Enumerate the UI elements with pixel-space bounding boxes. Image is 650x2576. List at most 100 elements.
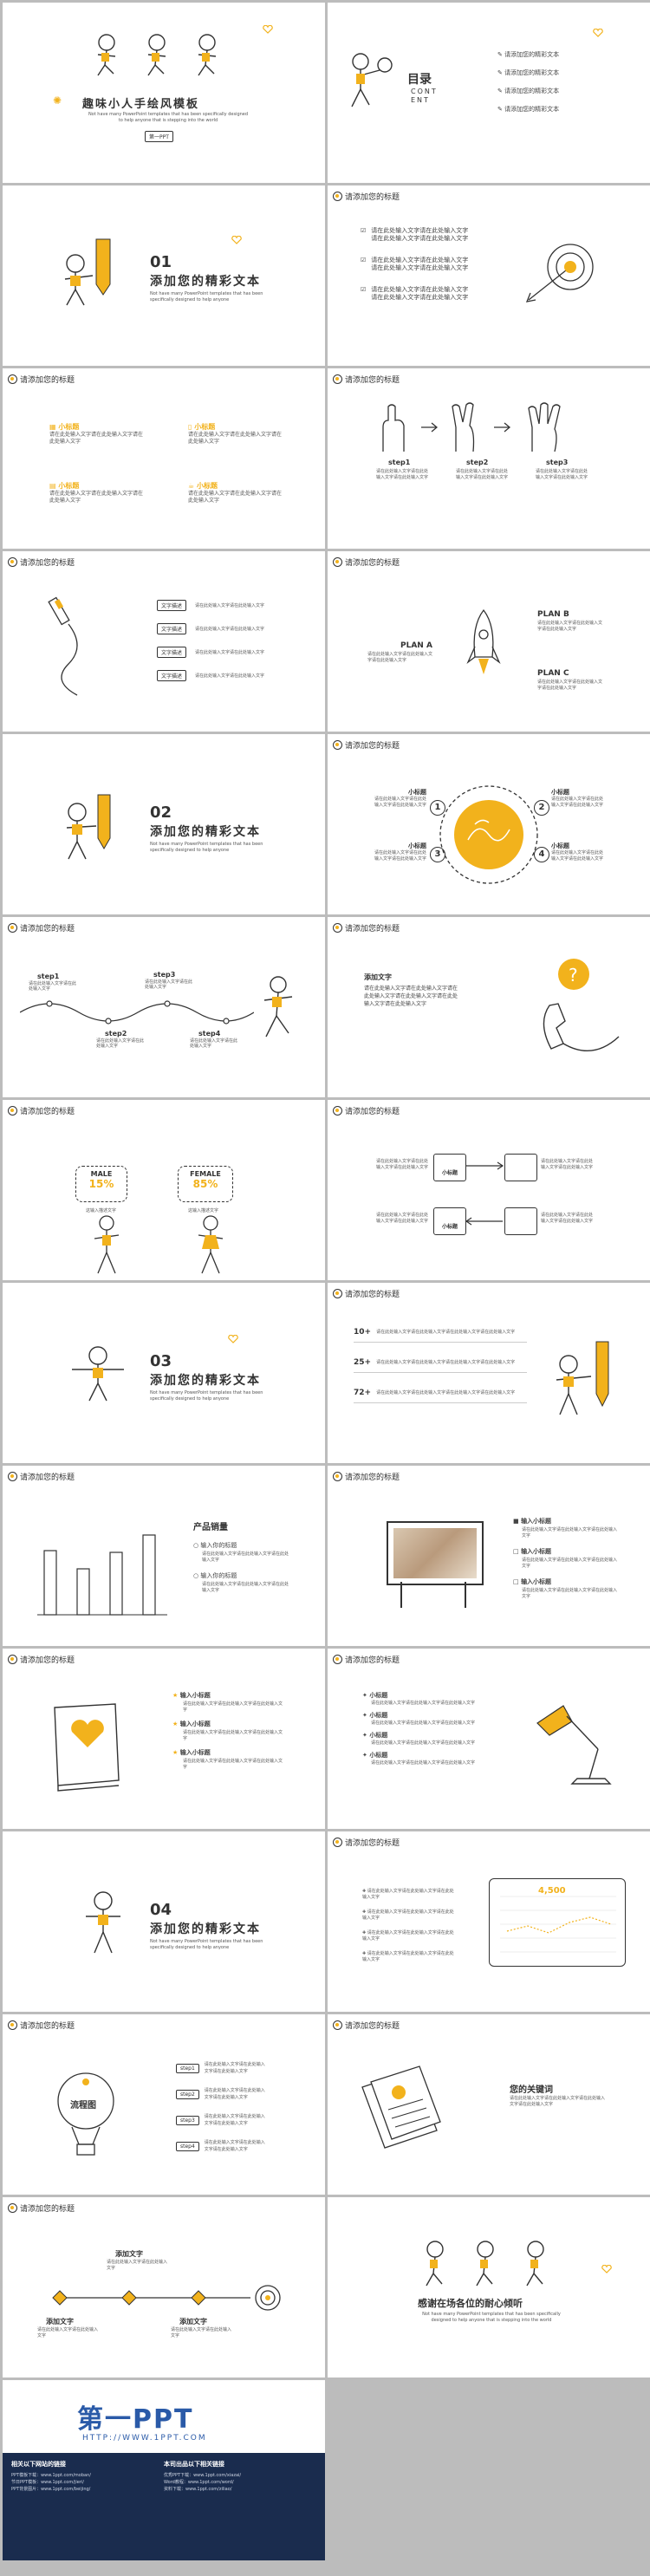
logo-icon [8,2020,17,2030]
star-icon: ★ [172,1692,179,1699]
thanks-title: 感谢在场各位的耐心倾听 [418,2298,523,2309]
logo-icon [333,374,342,384]
pen-scribble-illustration [48,596,78,696]
list-heading: 输入小标题 [179,1721,211,1727]
plus-icon: ✚ [362,1951,367,1956]
slide-header-text: 请添加您的标题 [20,925,75,933]
plus-icon: ✚ [362,1930,367,1935]
item-text: 请在此处输入文字请在此处输入文字请在此处输入文字 [49,491,144,504]
slide-header: 请添加您的标题 [333,556,400,568]
footer-link[interactable]: PPT模板下载：www.1ppt.com/moban/ [11,2473,91,2478]
footer-link[interactable]: 优秀PPT下载：www.1ppt.com/xiazai/ [164,2473,242,2478]
slide-header-text: 请添加您的标题 [345,1656,400,1665]
stat-text: 请在此处输入文字请在此处输入文字请在此处输入文字请在此处输入文字 [376,1360,516,1365]
chart-bar [109,1551,123,1616]
list-text: 请在此处输入文字请在此处输入文字请在此处输入文字 [522,1588,618,1599]
label-box: 文字描述 [157,647,187,658]
pencil-icon: ✎ [497,69,503,76]
label-text: 请在此处输入文字请在此处输入文字 [195,649,265,655]
footer-link[interactable]: PPT背景图片：www.1ppt.com/beijing/ [11,2487,91,2492]
flow-box [504,1154,537,1181]
text-body: 请在此处输入文字请在此处输入文字 [107,2260,168,2271]
plan-b-text: 请在此处输入文字请在此处输入文字请在此处输入文字 [537,621,603,632]
slide-section-04: 04 添加您的精彩文本 Not have many PowerPoint tem… [3,1831,325,2012]
contents-item[interactable]: 请添加您的精彩文本 [504,88,560,94]
chart-value: 4,500 [538,1886,566,1896]
phone-icon: ▯ [188,423,192,431]
logo-icon [333,1106,342,1116]
slide-header-text: 请添加您的标题 [20,376,75,385]
step-text: 请在此处输入文字请在此处输入文字请在此处输入文字 [204,2140,265,2152]
list-text: 请在此处输入文字请在此处输入文字请在此处输入文字 [183,1759,283,1770]
contents-item[interactable]: 请添加您的精彩文本 [504,51,560,58]
female-bubble: FEMALE 85% [178,1166,233,1202]
item-text: 请在此处输入文字请在此处输入文字请在此处输入文字 [188,432,283,445]
plan-c-title: PLAN C [537,669,569,678]
list-text: 请在此处输入文字请在此处输入文字请在此处输入文字 [362,1889,454,1900]
brand-url[interactable]: HTTP://WWW.1PPT.COM [82,2434,207,2443]
running-kids-illustration [97,34,217,76]
chart-subheading-text: 输入你的标题 [200,1542,237,1549]
flow-text: 请在此处输入文字请在此处输入文字请在此处输入文字 [376,1213,429,1224]
slide-header-text: 请添加您的标题 [345,742,400,751]
heart-icon [601,2265,612,2274]
slide-header: 请添加您的标题 [8,922,75,933]
male-caption: 这输入描述文字 [86,1208,117,1213]
text-body: 请在此处输入文字请在此处输入文字请在此处输入文字请在此处输入文字请在此处输入文字… [364,986,458,1007]
list-heading-text: 输入小标题 [521,1518,552,1525]
flow-box [504,1207,537,1235]
item-heading: 小标题 [58,423,80,431]
stat-number: 10+ [354,1328,372,1337]
footer-link[interactable]: 节日PPT模板：www.1ppt.com/jieri/ [11,2480,84,2485]
plan-b-title: PLAN B [537,610,569,619]
text-heading: 添加文字 [115,2250,143,2258]
logo-icon [333,1655,342,1664]
plan-a-text: 请在此处输入文字请在此处输入文字请在此处输入文字 [367,652,433,663]
plus-icon: ✚ [362,1909,367,1915]
logo-icon [8,1472,17,1481]
balloon-label: 流程图 [70,2101,96,2111]
footer-link[interactable]: Word教程：www.1ppt.com/word/ [164,2480,234,2485]
num-badge: 1 [430,800,445,816]
step-text: 请在此处输入文字请在此处输入文字 [145,979,193,990]
chart-subheading-text: 输入你的标题 [200,1572,237,1579]
checklist-text: 请在此处输入文字请在此处输入文字请在此处输入文字请在此处输入文字 [371,286,469,301]
list-text: 请在此处输入文字请在此处输入文字请在此处输入文字 [371,1740,476,1746]
item-text: 请在此处输入文字请在此处输入文字请在此处输入文字 [551,850,604,862]
footer-link[interactable]: 资料下载：www.1ppt.com/ziliao/ [164,2487,232,2492]
chart-text: 请在此处输入文字请在此处输入文字请在此处输入文字 [202,1582,289,1593]
logo-icon [8,1106,17,1116]
slide-header: 请添加您的标题 [333,739,400,751]
list-text: 请在此处输入文字请在此处输入文字请在此处输入文字 [371,1701,476,1706]
stat-number: 25+ [354,1358,372,1367]
boy-illustration [94,1215,120,1274]
step-label: step3 [153,971,176,979]
female-percent: 85% [192,1178,218,1190]
label-text: 请在此处输入文字请在此处输入文字 [195,602,265,608]
slide-header-text: 请添加您的标题 [20,2205,75,2214]
contents-item[interactable]: 请添加您的精彩文本 [504,106,560,113]
slide-flow-boxes: 请添加您的标题 小标题 小标题 请在此处输入文字请在此处输入文字请在此处输入文字… [328,1100,650,1280]
list-heading: 小标题 [369,1752,388,1759]
slide-four-items: 请添加您的标题 ▦ 小标题 请在此处输入文字请在此处输入文字请在此处输入文字 ▯… [3,368,325,549]
slide-header-text: 请添加您的标题 [345,1291,400,1299]
item-heading: 小标题 [408,789,426,796]
slide-rocket-plans: 请添加您的标题 PLAN A 请在此处输入文字请在此处输入文字请在此处输入文字 … [328,551,650,732]
flow-box-label: 小标题 [441,1170,458,1176]
brand-logo[interactable]: 第一PPT [77,2404,194,2435]
chart-bar [142,1534,156,1616]
num-badge: 2 [534,800,549,816]
flow-box: 小标题 [433,1207,466,1235]
hands-circle-illustration [439,785,538,884]
label-text: 请在此处输入文字请在此处输入文字 [195,673,265,679]
section-subtitle: Not have many PowerPoint templates that … [150,1390,263,1402]
heart-icon [593,29,603,37]
logo-icon [333,192,342,201]
slide-section-02: 02 添加您的精彩文本 Not have many PowerPoint tem… [3,734,325,914]
item-heading: 小标题 [551,842,569,849]
contents-item[interactable]: 请添加您的精彩文本 [504,69,560,76]
cover-subtitle: Not have many PowerPoint templates that … [88,112,249,123]
chart-subheading: ○ 输入你的标题 [193,1542,289,1550]
list-heading-text: 输入小标题 [521,1578,552,1585]
chart-text: 请在此处输入文字请在此处输入文字请在此处输入文字 [202,1551,289,1563]
